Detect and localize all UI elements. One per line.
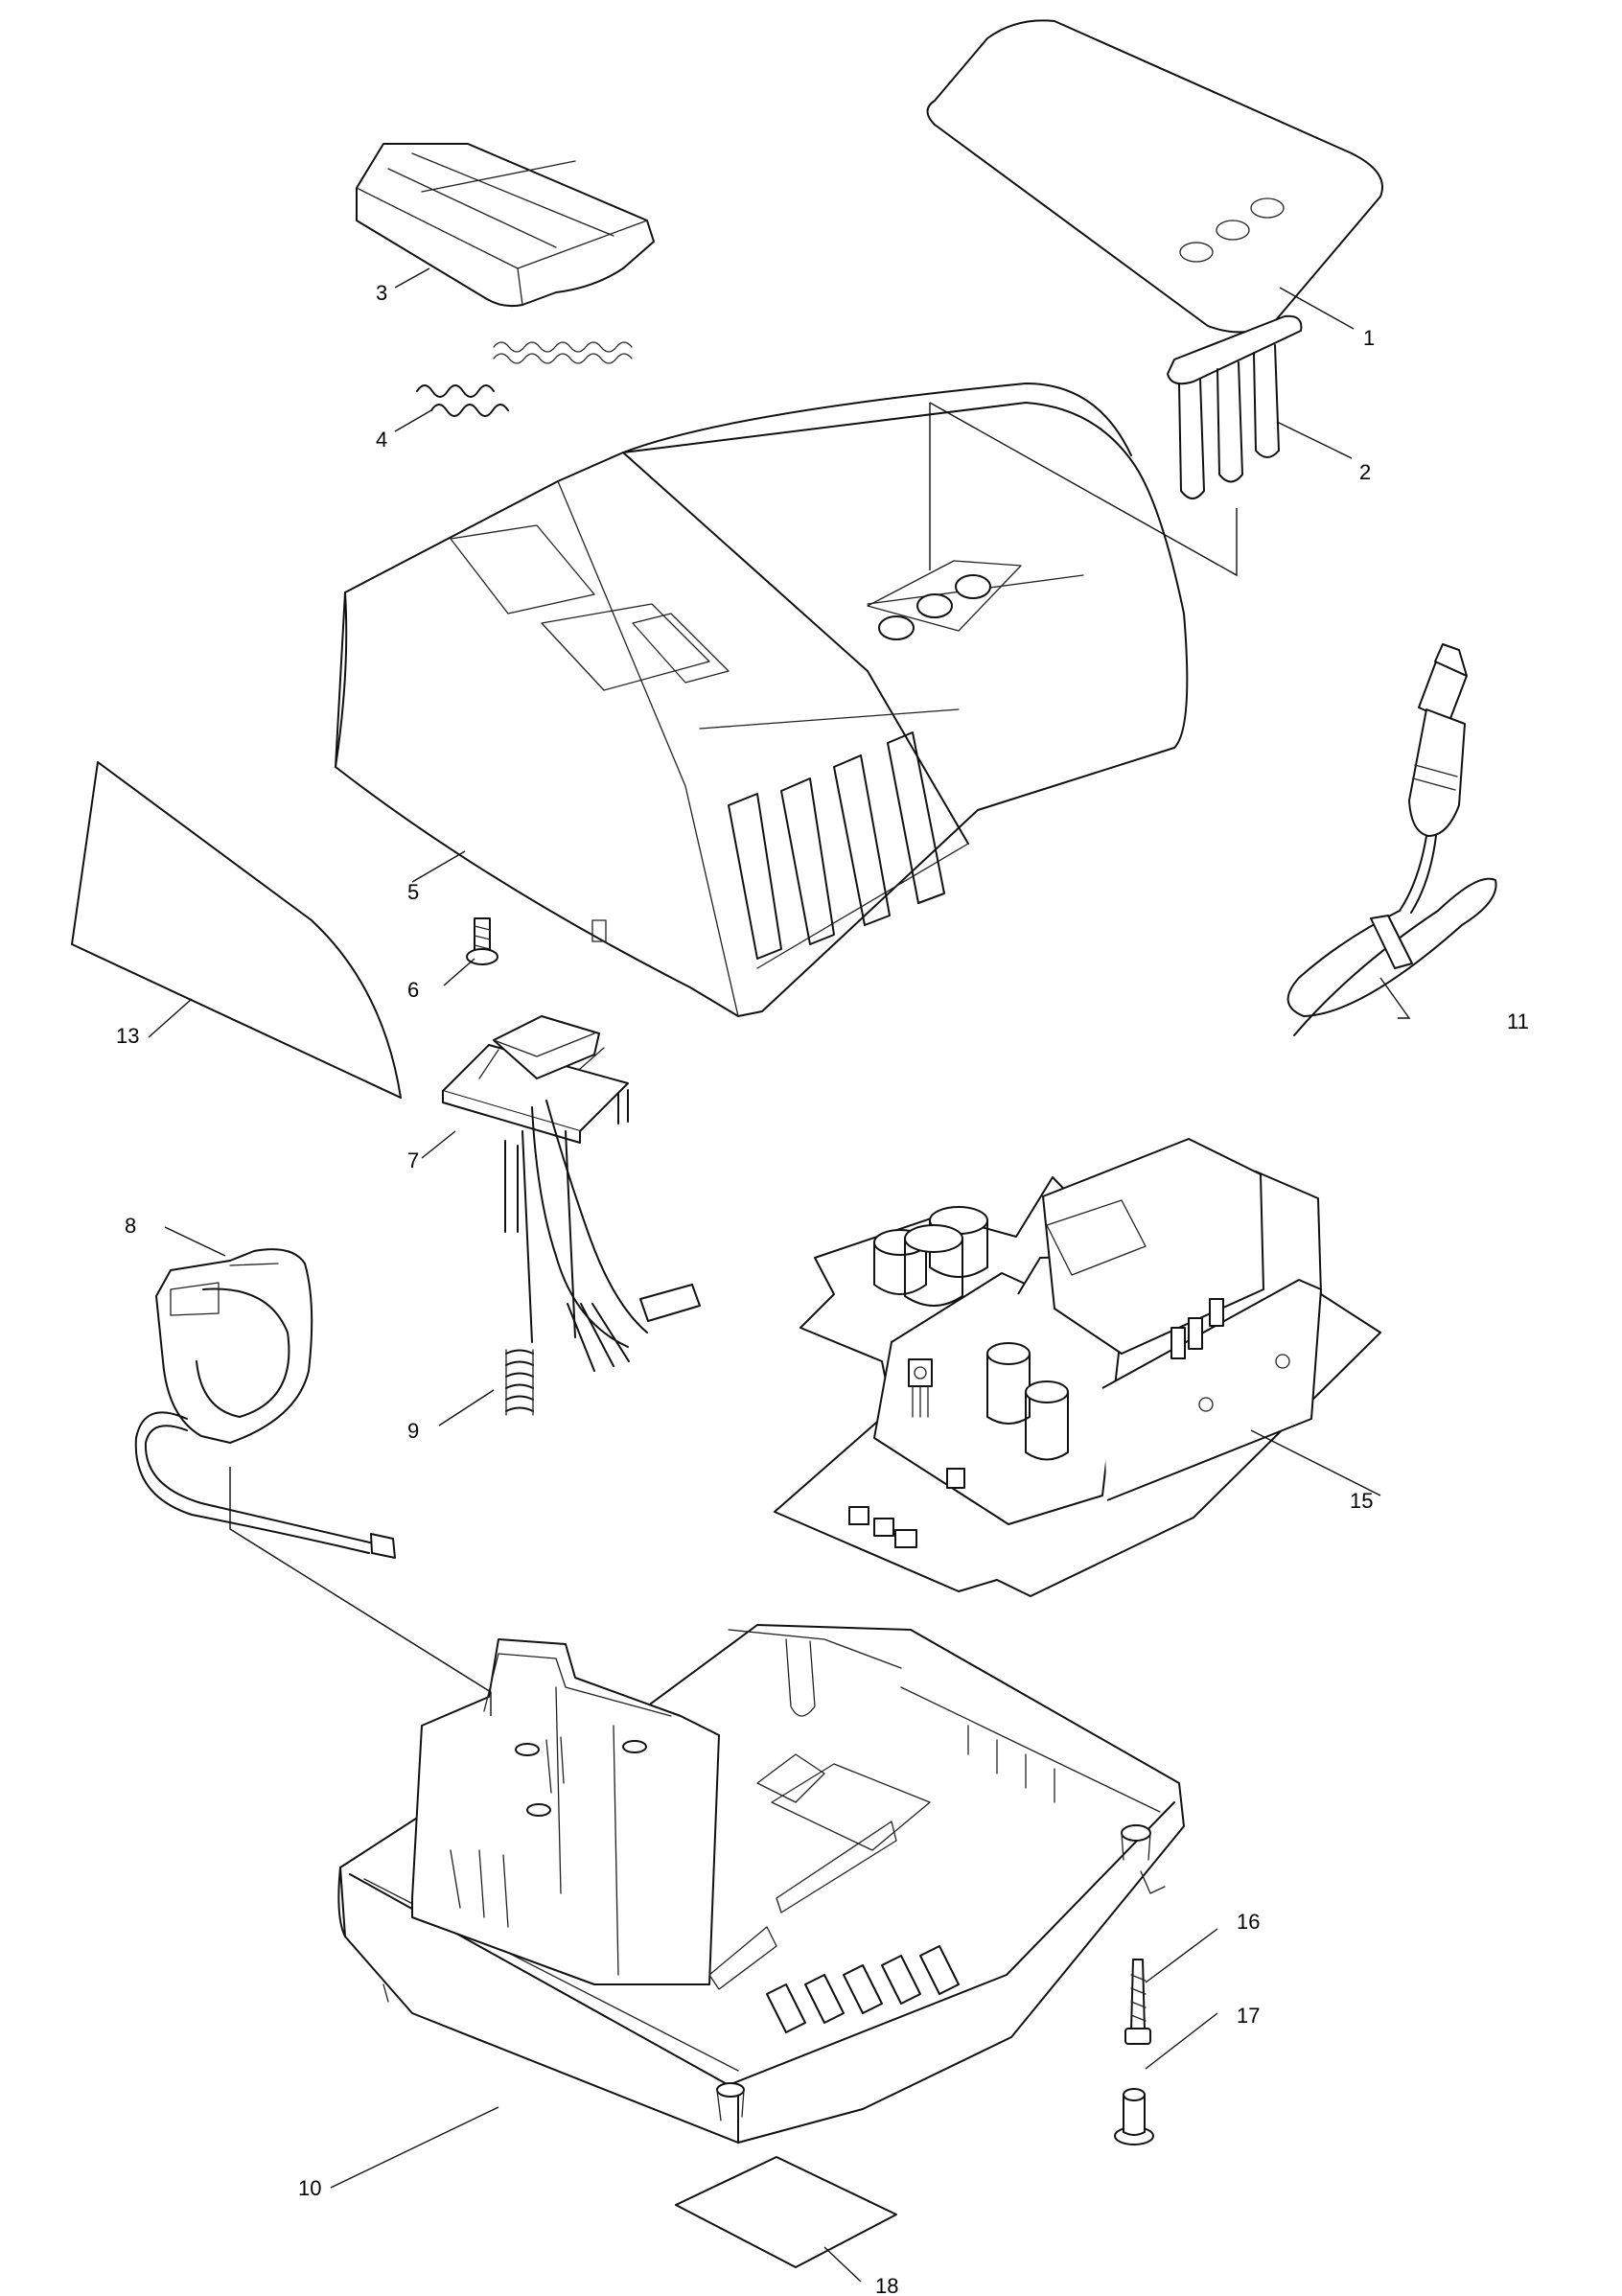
part-9-spring <box>505 1349 534 1416</box>
part-3-cover <box>356 143 655 308</box>
part-18-label <box>675 2156 897 2268</box>
callout-13: 13 <box>116 1024 139 1048</box>
callout-4: 4 <box>376 428 387 452</box>
part-1-label-plate <box>926 19 1383 334</box>
callout-3: 3 <box>376 281 387 305</box>
part-13-side-panel <box>71 761 402 1099</box>
part-15-pcb-assembly <box>774 1138 1381 1597</box>
callout-9: 9 <box>407 1419 419 1443</box>
callout-7: 7 <box>407 1148 419 1172</box>
callout-1: 1 <box>1363 326 1375 350</box>
callout-18: 18 <box>875 2274 898 2296</box>
part-17-rubber-foot <box>1114 2088 1154 2145</box>
part-4-springs <box>416 341 633 417</box>
callout-5: 5 <box>407 880 419 904</box>
callout-6: 6 <box>407 978 419 1002</box>
part-10-lower-housing <box>337 1624 1185 2144</box>
callout-10: 10 <box>298 2176 321 2200</box>
callout-11: 11 <box>1507 1009 1529 1033</box>
part-6-screw <box>466 917 498 965</box>
part-2-light-guide <box>1167 314 1303 499</box>
callout-15: 15 <box>1350 1489 1373 1513</box>
callout-17: 17 <box>1237 2004 1260 2028</box>
part-8-blower-fan <box>134 1248 396 1559</box>
callout-labels: 1 2 3 4 5 6 7 8 9 10 11 13 15 16 17 18 <box>116 281 1529 2296</box>
part-16-screw <box>1124 1959 1151 2045</box>
part-11-car-plug-cord <box>1286 643 1497 1036</box>
part-7-terminal-block <box>442 1015 701 1372</box>
callout-2: 2 <box>1359 460 1371 484</box>
callout-8: 8 <box>125 1214 136 1238</box>
part-5-upper-housing <box>335 383 1189 1017</box>
leader-lines <box>148 267 1411 2283</box>
callout-16: 16 <box>1237 1910 1260 1934</box>
